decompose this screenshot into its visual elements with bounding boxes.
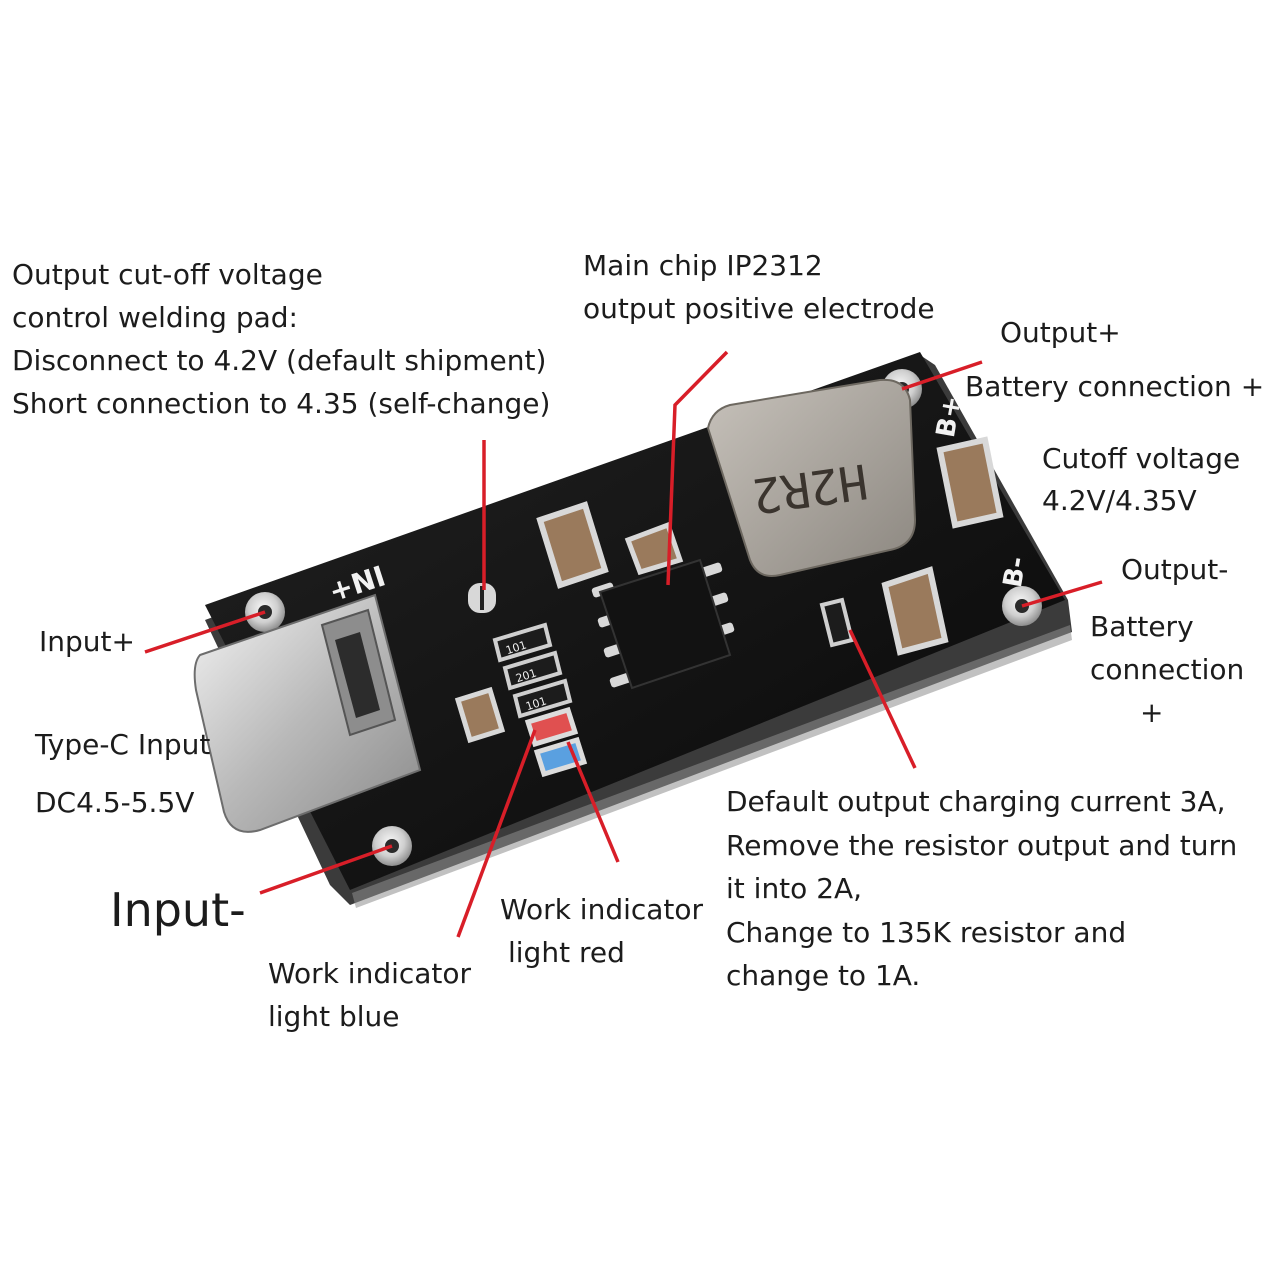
svg-text:101: 101: [504, 638, 528, 657]
callout-blue-led: [456, 729, 537, 938]
callout-output-minus: [1021, 580, 1103, 608]
callout-main-chip: [666, 350, 729, 586]
capacitor-3: [881, 566, 949, 656]
silkscreen-b-plus: B+: [931, 394, 968, 440]
callout-lines: [144, 350, 1103, 938]
svg-text:201: 201: [514, 666, 538, 685]
capacitor-5: [624, 521, 684, 576]
cutoff-solder-pad: [468, 583, 496, 613]
label-output-plus: Output+: [1000, 316, 1121, 349]
label-input-plus: Input+: [39, 625, 135, 658]
label-work-indicator-red: Work indicator light red: [500, 893, 704, 969]
capacitor-1: [536, 501, 609, 589]
callout-current: [848, 629, 917, 769]
label-cutoff-voltage: Cutoff voltage 4.2V/4.35V: [1042, 442, 1241, 517]
capacitor-4: [454, 686, 506, 744]
callout-input-plus: [144, 610, 266, 654]
callout-output-plus: [901, 360, 983, 391]
current-sense-resistor: [819, 597, 855, 648]
label-battery-connection: Battery connection +: [1090, 610, 1245, 729]
silkscreen-b-minus: B-: [998, 554, 1033, 589]
label-cutoff-pad: Output cut-off voltage control welding p…: [12, 258, 551, 420]
usb-c-connector: [193, 593, 422, 833]
capacitor-2: [936, 436, 1004, 529]
callout-red-led: [566, 741, 620, 863]
main-chip-ip2312: [591, 558, 735, 690]
label-charging-current: Default output charging current 3A, Remo…: [726, 785, 1238, 992]
callout-input-minus: [259, 844, 393, 895]
label-output-minus: Output-: [1121, 553, 1229, 586]
svg-text:101: 101: [524, 694, 548, 713]
label-work-indicator-blue: Work indicator light blue: [268, 957, 472, 1033]
resistor-201: 201: [502, 650, 563, 691]
label-input-minus: Input-: [110, 883, 246, 937]
inductor-h2r2: H2R2: [706, 378, 917, 577]
pcb-edge-strip: [352, 625, 1072, 908]
resistor-101-a: 101: [492, 622, 553, 663]
resistor-101-b: 101: [512, 678, 573, 719]
label-type-c: Type-C Input DC4.5-5.5V: [35, 728, 211, 819]
label-battery-plus: Battery connection +: [965, 370, 1265, 403]
label-main-chip: Main chip IP2312 output positive electro…: [583, 249, 935, 325]
